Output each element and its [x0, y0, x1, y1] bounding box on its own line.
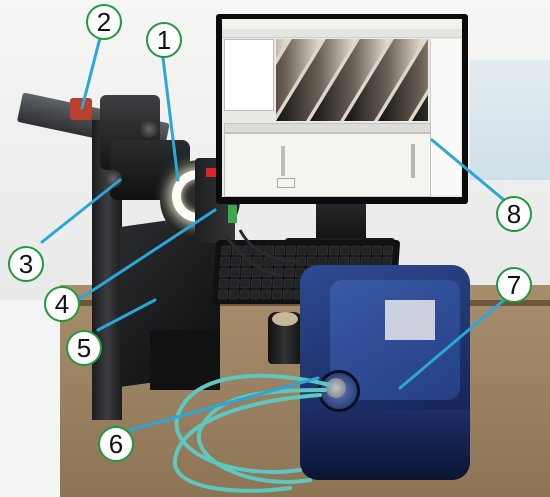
keyboard-key	[220, 245, 232, 256]
keyboard-key	[218, 278, 229, 289]
controller-connector	[228, 205, 237, 223]
controller-display	[206, 168, 222, 177]
hologram-stripe	[310, 39, 390, 121]
callout-5: 5	[66, 330, 102, 366]
keyboard-key	[285, 245, 296, 256]
adjust-knob	[140, 120, 158, 138]
fiber-connector	[326, 378, 346, 398]
software-lower-pane	[224, 133, 431, 197]
keyboard-key	[251, 278, 262, 289]
panel-base	[150, 330, 220, 390]
keyboard-key	[241, 267, 252, 278]
keyboard-key	[372, 245, 383, 256]
spectrometer-sticker	[385, 300, 435, 340]
hologram-stripe	[378, 39, 428, 121]
callout-6: 6	[98, 426, 134, 462]
callout-2: 2	[86, 4, 122, 40]
background-window	[470, 60, 550, 180]
keyboard-key	[271, 289, 282, 300]
hologram-stripe	[412, 94, 428, 121]
keyboard-key	[231, 256, 242, 267]
keyboard-key	[328, 245, 340, 256]
keyboard-key	[339, 245, 350, 256]
keyboard-key	[350, 245, 361, 256]
keyboard-key	[220, 256, 231, 267]
callout-4: 4	[44, 286, 80, 322]
hologram-stripe	[344, 39, 424, 121]
software-right-pane	[430, 39, 461, 195]
lens-holder-top	[272, 312, 298, 326]
keyboard-key	[242, 245, 253, 256]
keyboard-key	[229, 278, 240, 289]
monitor-screen	[222, 19, 462, 197]
keyboard-key	[307, 245, 318, 256]
keyboard-key	[272, 278, 283, 289]
keyboard-key	[219, 267, 230, 278]
keyboard-key	[382, 245, 394, 256]
keyboard-key	[230, 267, 241, 278]
keyboard-key	[274, 245, 286, 256]
callout-1: 1	[146, 22, 182, 58]
software-toolbar	[222, 29, 462, 38]
spectrometer-front	[300, 410, 470, 480]
keyboard-key	[361, 245, 372, 256]
hologram-pattern	[276, 39, 428, 121]
keyboard-key	[240, 278, 251, 289]
keyboard-key	[217, 289, 228, 300]
keyboard-key	[261, 278, 272, 289]
keyboard-key	[296, 245, 307, 256]
keyboard-key	[283, 278, 294, 289]
keyboard-key	[228, 289, 239, 300]
hologram-stripe	[276, 39, 322, 115]
hologram-stripe	[276, 39, 356, 121]
callout-7: 7	[496, 267, 532, 303]
keyboard-key	[318, 245, 329, 256]
callout-8: 8	[496, 196, 532, 232]
keyboard-key	[284, 267, 295, 278]
monitor-stand	[316, 204, 366, 244]
hologram-stripe	[276, 39, 288, 59]
software-left-pane	[224, 39, 274, 111]
keyboard-key	[282, 289, 293, 300]
software-lower-toolbar	[224, 123, 431, 133]
callout-3: 3	[8, 246, 44, 282]
keyboard-key	[261, 289, 272, 300]
keyboard-key	[239, 289, 250, 300]
keyboard-key	[250, 289, 261, 300]
